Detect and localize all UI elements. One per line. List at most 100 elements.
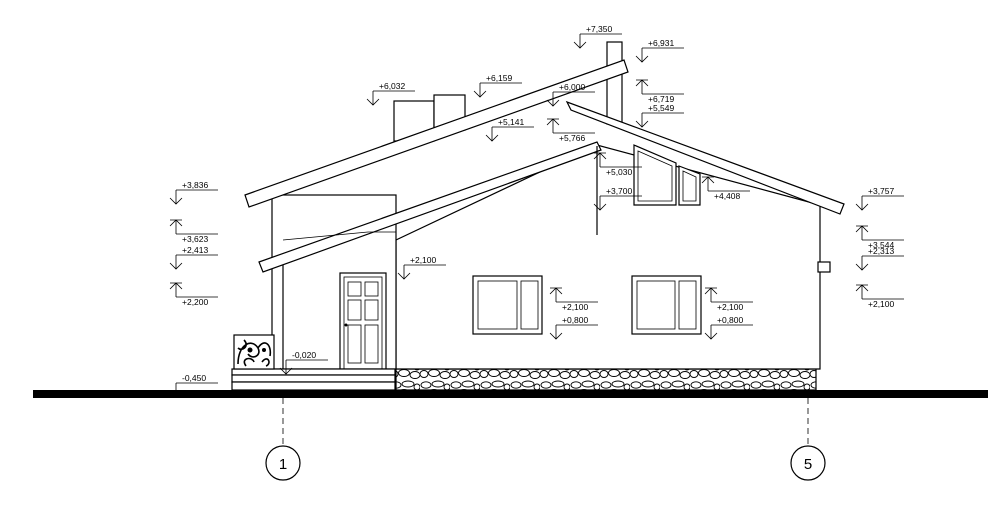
elevation-mark: +5,766 [546, 118, 595, 143]
elevation-mark-symbol [593, 152, 642, 168]
elevation-mark-label: +4,408 [714, 191, 741, 201]
elevation-mark: -0,450 [169, 373, 218, 398]
svg-text:5: 5 [804, 456, 812, 473]
elevation-mark: +0,800 [549, 315, 598, 340]
elevation-mark-label: +7,350 [586, 24, 613, 34]
porch-steps [231, 368, 396, 391]
roof-right [565, 100, 845, 215]
elevation-mark-symbol [855, 284, 904, 300]
elevation-mark-label: +2,100 [717, 302, 744, 312]
elevation-mark-symbol [366, 90, 415, 106]
chimney-tall [606, 41, 623, 125]
elevation-mark-symbol [701, 176, 750, 192]
elevation-mark-label: +0,800 [717, 315, 744, 325]
door-handle [344, 323, 348, 327]
elevation-mark: +6,931 [635, 38, 684, 63]
elevation-mark-label: +5,549 [648, 103, 675, 113]
elevation-mark: +6,159 [473, 73, 522, 98]
elevation-mark-symbol [704, 287, 753, 303]
elevation-mark-label: -0,450 [182, 373, 206, 383]
elevation-mark-symbol [169, 254, 218, 270]
axis-marker-5: 5 [790, 445, 826, 481]
elevation-mark-symbol [546, 118, 595, 134]
elevation-mark-label: +2,200 [182, 297, 209, 307]
elevation-mark: +6,719 [635, 79, 684, 104]
elevation-mark-symbol [855, 255, 904, 271]
elevation-mark-symbol [169, 382, 218, 398]
elevation-mark-label: +5,030 [606, 167, 633, 177]
elevation-mark-symbol [169, 282, 218, 298]
elevation-mark: +2,100 [397, 255, 446, 280]
elevation-mark-symbol [704, 324, 753, 340]
elevation-mark-label: -0,020 [292, 350, 316, 360]
attic-window-right-inner [682, 170, 697, 202]
roof-lower-left [258, 141, 602, 273]
elevation-mark-label: +6,159 [486, 73, 513, 83]
elevation-mark-label: +6,000 [559, 82, 586, 92]
roof-fascia-line [282, 231, 369, 241]
attic-window-right [678, 165, 701, 206]
elevation-mark: +3,836 [169, 180, 218, 205]
entrance-door [339, 272, 387, 370]
elevation-mark-label: +3,836 [182, 180, 209, 190]
elevation-mark-symbol [635, 79, 684, 95]
elevation-mark-label: +3,700 [606, 186, 633, 196]
svg-text:1: 1 [279, 456, 287, 473]
attic-window-left-inner [637, 150, 673, 202]
axis-marker-1: 1 [265, 445, 301, 481]
elevation-mark-symbol [397, 264, 446, 280]
elevation-mark: -0,020 [279, 350, 328, 375]
elevation-mark: +2,100 [704, 287, 753, 312]
elevation-mark-label: +0,800 [562, 315, 589, 325]
elevation-mark-symbol [635, 47, 684, 63]
elevation-mark: +3,623 [169, 219, 218, 244]
elevation-mark-symbol [573, 33, 622, 49]
elevation-mark-label: +5,141 [498, 117, 525, 127]
elevation-mark: +6,032 [366, 81, 415, 106]
elevation-mark-label: +2,413 [182, 245, 209, 255]
window-2-pane-left [636, 280, 676, 330]
elevation-mark: +0,800 [704, 315, 753, 340]
elevation-mark: +5,549 [635, 103, 684, 128]
elevation-mark-symbol [169, 189, 218, 205]
attic-window-left [633, 144, 677, 206]
elevation-mark-label: +6,931 [648, 38, 675, 48]
elevation-mark: +5,030 [593, 152, 642, 177]
elevation-mark-symbol [549, 324, 598, 340]
window-1-pane-left [477, 280, 518, 330]
ground-line [33, 390, 988, 398]
elevation-mark-symbol [279, 359, 328, 375]
elevation-mark-symbol [855, 195, 904, 211]
window-2-pane-right [678, 280, 697, 330]
elevation-mark: +2,200 [169, 282, 218, 307]
elevation-mark-label: +3,757 [868, 186, 895, 196]
roof-upper-left [244, 59, 629, 208]
elevation-mark: +7,350 [573, 24, 622, 49]
elevation-mark-symbol [473, 82, 522, 98]
elevation-mark: +2,100 [549, 287, 598, 312]
elevation-mark-symbol [855, 225, 904, 241]
elevation-mark-label: +2,313 [868, 246, 895, 256]
elevation-marks: +7,350 +6,931 +6,719+5,549 +6,032 +6,159 +6,0… [169, 24, 904, 398]
elevation-mark: +3,544 [855, 225, 904, 250]
window-1 [472, 275, 543, 335]
ornamental-railing [233, 334, 275, 370]
elevation-mark: +3,700 [593, 186, 642, 211]
elevation-mark-label: +6,032 [379, 81, 406, 91]
elevation-mark-symbol [485, 126, 534, 142]
elevation-mark: +3,757 [855, 186, 904, 211]
elevation-mark-symbol [549, 287, 598, 303]
elevation-mark-label: +2,100 [562, 302, 589, 312]
elevation-mark-symbol [169, 219, 218, 235]
elevation-mark-symbol [546, 91, 595, 107]
elevation-mark-label: +3,544 [868, 240, 895, 250]
window-2 [631, 275, 702, 335]
elevation-mark-label: +2,100 [868, 299, 895, 309]
elevation-mark: +4,408 [701, 176, 750, 201]
elevation-mark: +2,313 [855, 246, 904, 271]
elevation-mark-label: +5,766 [559, 133, 586, 143]
elevation-mark-symbol [635, 112, 684, 128]
window-1-pane-right [520, 280, 539, 330]
eave-bracket [817, 261, 831, 273]
